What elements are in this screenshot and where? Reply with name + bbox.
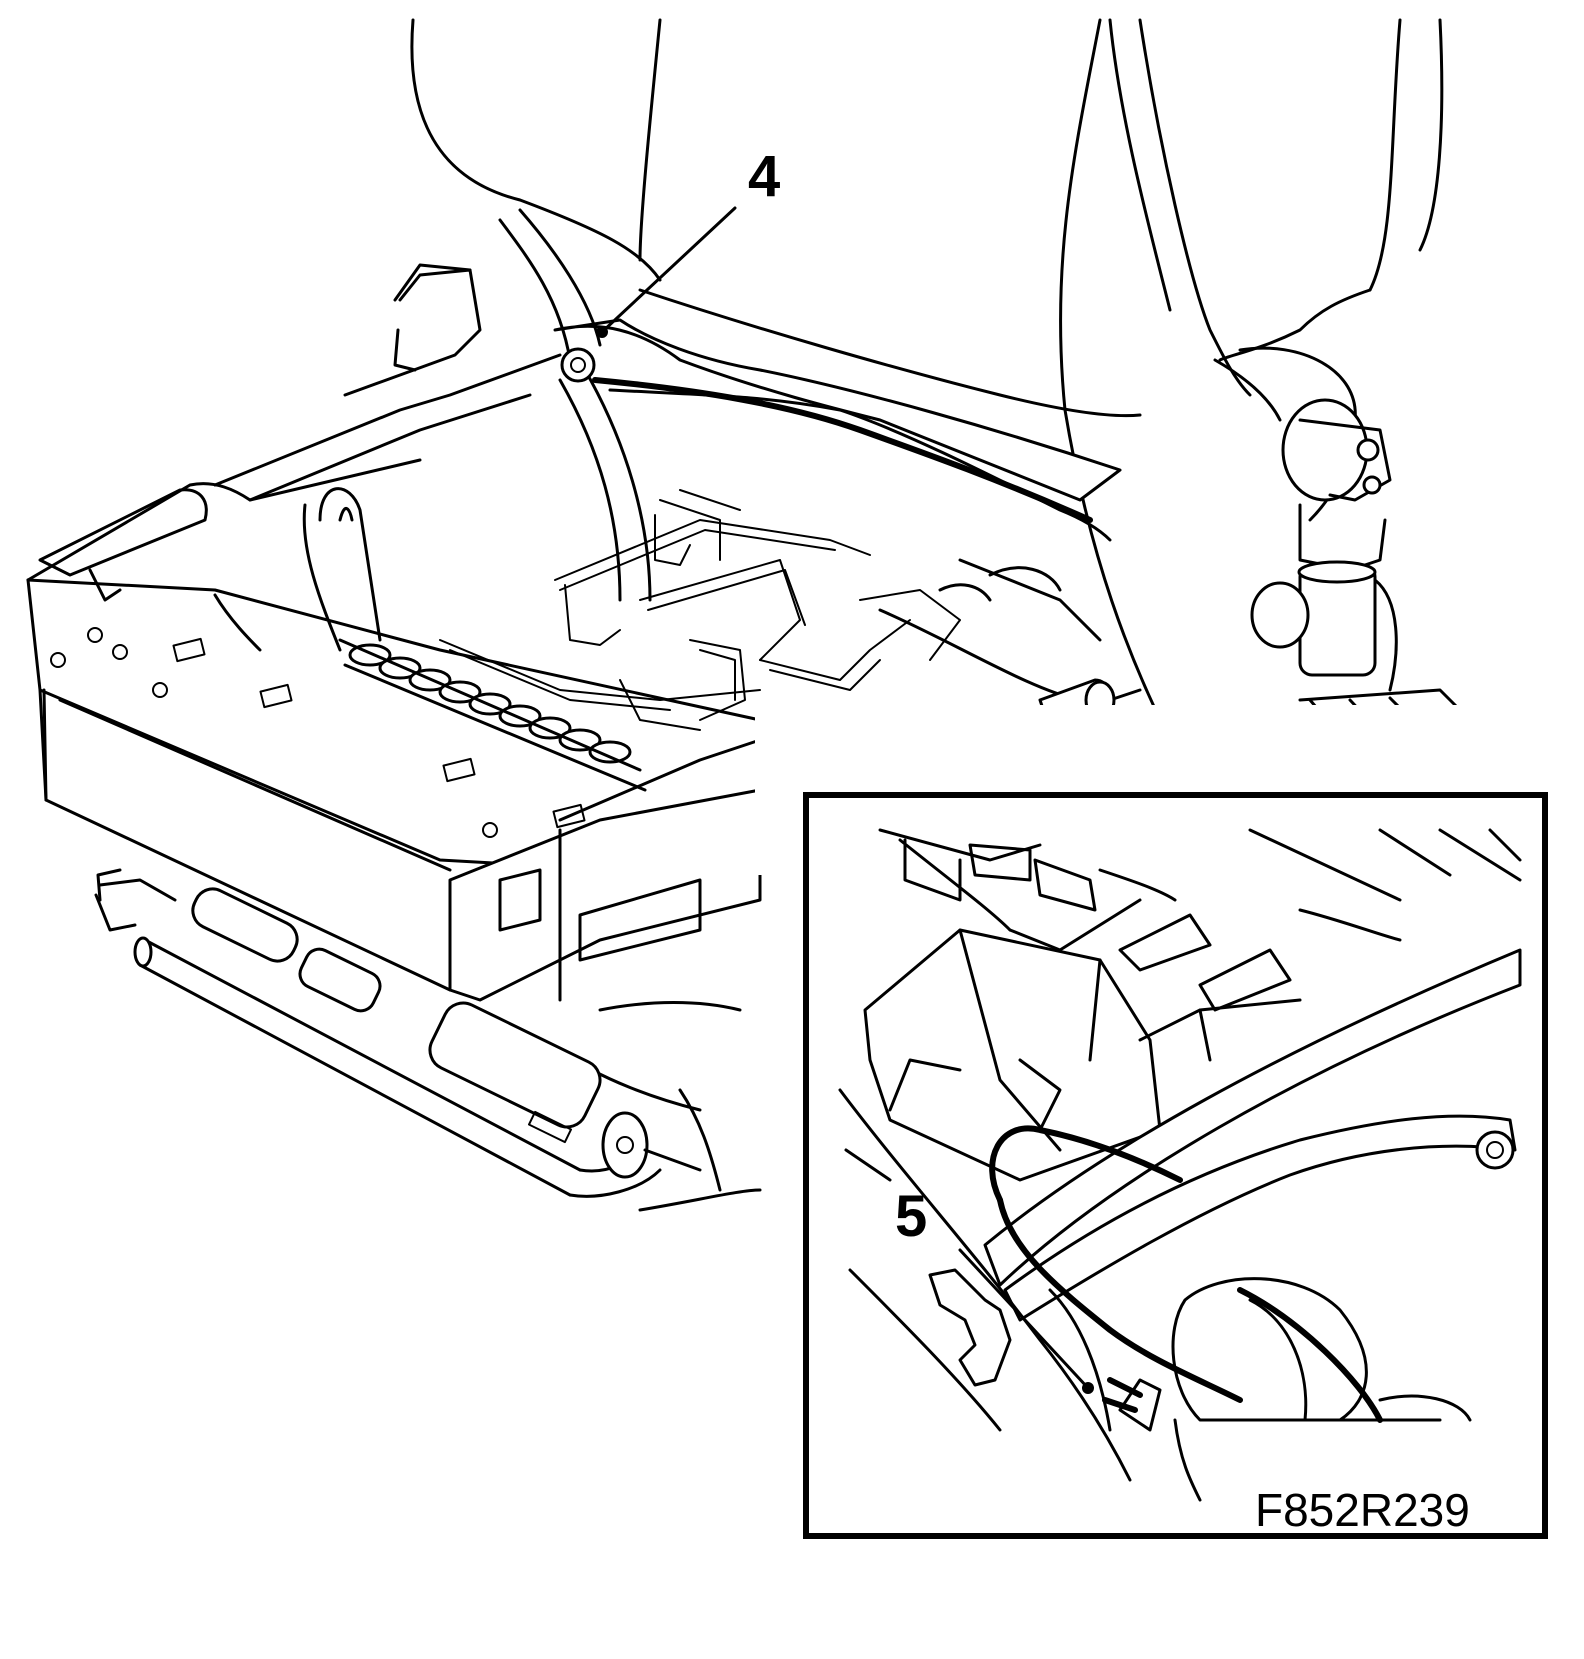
spring-row xyxy=(338,638,647,792)
callout-4-leader xyxy=(596,206,737,338)
figure-id-label: F852R239 xyxy=(1255,1484,1470,1536)
inset-detail xyxy=(755,705,1575,1539)
seat-lower-rail xyxy=(94,868,762,1212)
callout-label-5: 5 xyxy=(895,1184,928,1249)
seat-back-drawing xyxy=(410,18,1444,742)
callout-label-4: 4 xyxy=(748,144,781,209)
seat-base-frame xyxy=(26,208,1142,1112)
recliner-mechanism xyxy=(1238,346,1462,737)
